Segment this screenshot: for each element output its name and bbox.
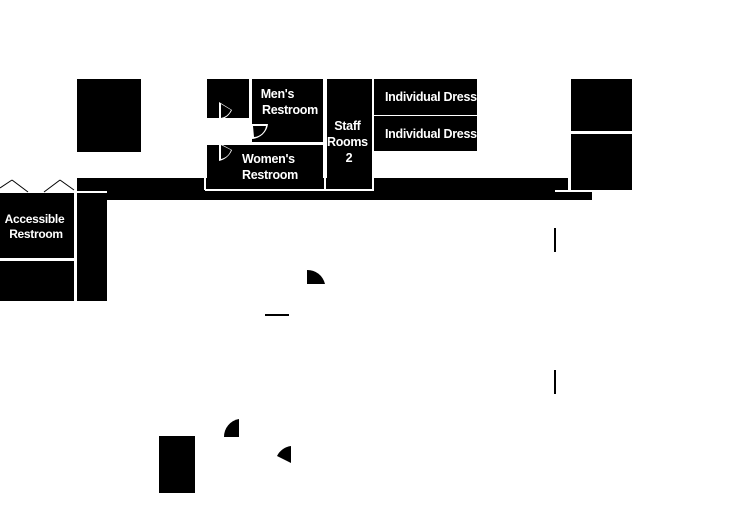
room-individual-dressing-2[interactable] (374, 116, 477, 151)
door-swing (11, 179, 29, 193)
room-block-upper-left (77, 79, 141, 152)
room-block-right-upper (571, 79, 632, 131)
individual-dressing-1-label: Individual Dressing (385, 90, 495, 104)
door-swing (307, 269, 325, 284)
door-swing (221, 104, 231, 118)
door-swing (59, 179, 75, 191)
room-block-right-lower (571, 134, 632, 190)
room-below-accessible (0, 261, 74, 301)
room-block-lower-left (159, 436, 195, 493)
door-swing (277, 446, 291, 463)
room-staff-rooms[interactable] (327, 79, 372, 190)
mens-restroom-label: Men's Restroom (261, 87, 318, 117)
door-swing (223, 419, 239, 437)
room-strip-left (77, 193, 107, 301)
room-block-right-step (555, 192, 592, 200)
accessible-restroom-label: Accessible Restroom (5, 212, 68, 241)
womens-restroom-label: Women's Restroom (242, 152, 298, 182)
room-accessible-restroom[interactable] (0, 193, 74, 258)
door-swing (221, 145, 231, 159)
door-swing (43, 179, 61, 193)
door-swing (0, 179, 13, 189)
door-swing (253, 126, 266, 137)
staff-rooms-label: Staff Rooms 2 (327, 119, 371, 165)
room-individual-dressing-1[interactable] (374, 79, 477, 115)
individual-dressing-2-label: Individual Dressing (385, 127, 495, 141)
